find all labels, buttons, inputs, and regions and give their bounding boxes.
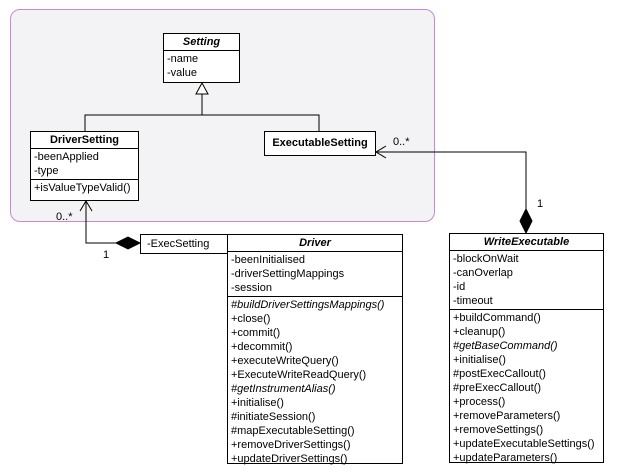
class-attribute: -canOverlap (453, 267, 513, 279)
class-operation: +isValueTypeValid() (34, 182, 131, 194)
class-operation: +updateParameters() (453, 452, 558, 464)
setting-class-name: Setting (164, 34, 239, 51)
class-operation: +ExecuteWriteReadQuery() (231, 369, 367, 381)
driver-class-name: Driver (228, 235, 402, 252)
generalization-driversetting-line (84, 114, 202, 131)
class-attribute: -driverSettingMappings (231, 268, 345, 280)
class-operation: +removeDriverSettings() (231, 439, 351, 451)
writeexecutable-class[interactable]: WriteExecutable -blockOnWait-canOverlap-… (449, 233, 604, 466)
class-operation: +removeParameters() (453, 410, 561, 422)
composition-driver-diamond (114, 236, 142, 250)
class-operation: +buildCommand() (453, 312, 541, 324)
class-attribute: -name (167, 53, 199, 65)
execsetting-qualifier: -ExecSetting (140, 234, 228, 254)
class-operation: +initialise() (453, 354, 506, 366)
writeexecutable-attributes: -blockOnWait -canOverlap -id -timeout (450, 251, 603, 309)
class-operation: +commit() (231, 327, 281, 339)
class-attribute: -beenInitialised (231, 254, 305, 266)
executablesetting-class-name: ExecutableSetting (272, 137, 368, 149)
class-operation: #getInstrumentAlias() (231, 383, 336, 395)
composition-writeexecutable-diamond (519, 207, 533, 235)
class-operation: #mapExecutableSetting() (231, 425, 355, 437)
class-attribute: -type (34, 165, 59, 177)
class-operation: +decommit() (231, 341, 293, 353)
class-operation: #initiateSession() (231, 411, 316, 423)
class-attribute: -beenApplied (34, 151, 99, 163)
driversetting-operations: +isValueTypeValid() (31, 179, 138, 196)
setting-class[interactable]: Setting -name -value (163, 33, 240, 83)
writeexecutable-multiplicity-label: 1 (537, 198, 544, 210)
driversetting-class[interactable]: DriverSetting -beenApplied -type +isValue… (30, 131, 139, 201)
writeexecutable-class-name: WriteExecutable (450, 234, 603, 251)
composition-driver-driversetting-line (85, 201, 116, 244)
composition-driver-arrowhead (79, 200, 93, 212)
class-attribute: -blockOnWait (453, 253, 519, 265)
class-operation: +process() (453, 396, 506, 408)
driversetting-attributes: -beenApplied -type (31, 149, 138, 179)
class-operation: #buildDriverSettingsMappings() (231, 299, 385, 311)
executablesetting-class[interactable]: ExecutableSetting (264, 131, 376, 156)
class-attribute: -session (231, 282, 272, 294)
class-operation: +cleanup() (453, 326, 506, 338)
class-operation: +close() (231, 313, 271, 325)
driversetting-class-name: DriverSetting (31, 132, 138, 149)
class-operation: #preExecCallout() (453, 382, 542, 394)
driver-class[interactable]: Driver -beenInitialised -driverSettingMap… (227, 234, 403, 467)
executablesetting-multiplicity-label: 0..* (393, 136, 410, 148)
generalization-arrowhead (195, 81, 209, 95)
composition-writeexecutable-executablesetting-line (376, 151, 527, 209)
driver-multiplicity-label: 1 (103, 249, 110, 261)
class-attribute: -id (453, 281, 466, 293)
class-operation: +updateDriverSettings() (231, 453, 348, 465)
setting-attributes: -name -value (164, 51, 239, 81)
class-operation: +initialise() (231, 397, 284, 409)
class-operation: +updateExecutableSettings() (453, 438, 595, 450)
class-attribute: -timeout (453, 295, 493, 307)
driver-operations: #buildDriverSettingsMappings() +close() +c… (228, 296, 402, 467)
writeexecutable-operations: +buildCommand() +cleanup() #getBaseCommand… (450, 309, 603, 466)
class-operation: +executeWriteQuery() (231, 355, 339, 367)
generalization-executablesetting-line (202, 114, 320, 131)
class-operation: #postExecCallout() (453, 368, 546, 380)
class-attribute: -value (167, 67, 197, 79)
class-operation: +removeSettings() (453, 424, 544, 436)
class-operation: #getBaseCommand() (453, 340, 558, 352)
composition-writeexecutable-arrowhead (375, 145, 387, 159)
driver-attributes: -beenInitialised -driverSettingMappings -s… (228, 252, 402, 296)
driversetting-multiplicity-label: 0..* (56, 211, 73, 223)
